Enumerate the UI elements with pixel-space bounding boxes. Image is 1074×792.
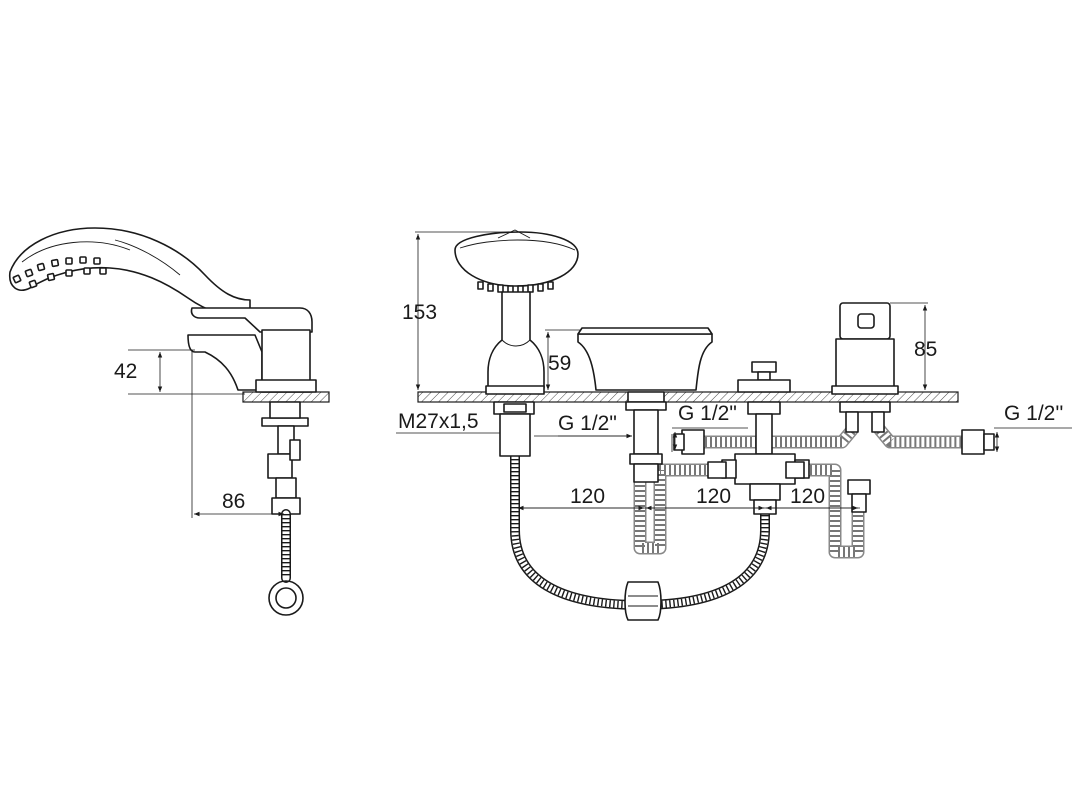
side-countertop [242,391,330,403]
side-hose-loop [268,580,304,616]
thread-g12-label-a: G 1/2" [558,412,617,435]
front-inlet-nut-left [681,429,705,455]
side-nozzles [12,256,107,289]
front-shower-handle [487,291,545,389]
thread-g12-label-b: G 1/2" [678,402,737,425]
side-flange [261,417,309,427]
thread-m27-label: M27x1,5 [398,410,479,433]
front-spout [577,333,713,391]
dim-86-label: 86 [222,490,245,513]
thread-g12-label-c: G 1/2'' [1004,402,1063,425]
side-lever [190,307,313,333]
front-spout-shank [627,391,665,403]
spacing-120-label-2: 120 [696,485,731,508]
dim-153-label: 153 [402,301,437,324]
dim-42-label: 42 [114,360,137,383]
spacing-120-label-3: 120 [790,485,825,508]
front-shower-head [454,231,579,287]
side-shower-head [8,227,251,319]
front-mixer-body [835,338,895,390]
front-diverter-knob [751,361,777,373]
side-spout [187,334,263,391]
side-view: 42 86 [8,227,330,616]
spacing-120-label-1: 120 [570,485,605,508]
front-hose-weight [624,581,662,621]
front-inlet-nut-right [961,429,985,455]
dim-59-label: 59 [548,352,571,375]
front-view: 153 59 85 M27x1,5 G 1/2" G 1/2" G 1/2'' … [396,229,1072,621]
dim-85-label: 85 [914,338,937,361]
front-nozzles [477,281,554,294]
front-countertop [417,391,959,403]
